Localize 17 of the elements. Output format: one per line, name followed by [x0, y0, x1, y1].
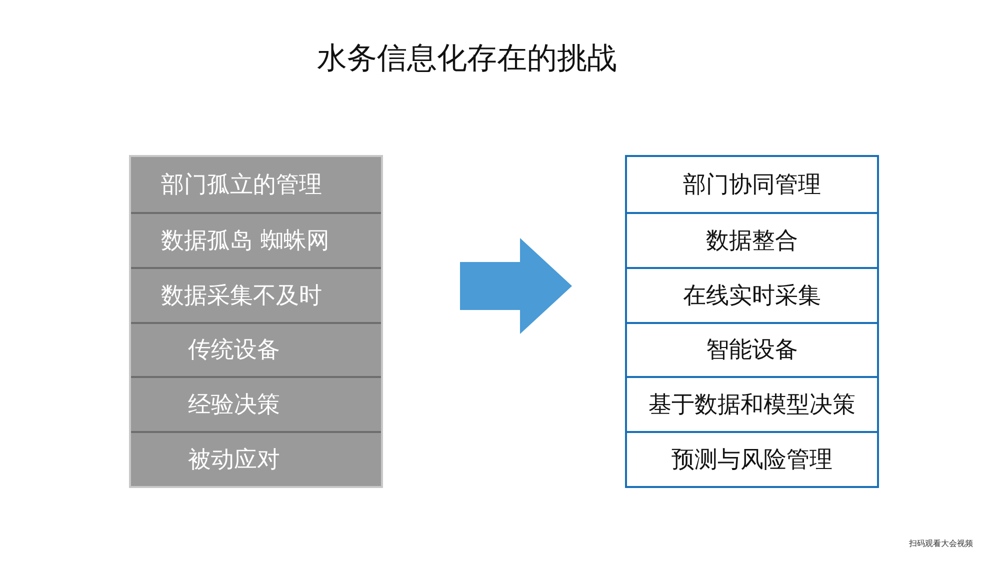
- table-row: 经验决策: [131, 376, 381, 432]
- table-row: 数据整合: [627, 212, 877, 267]
- table-row: 智能设备: [627, 322, 877, 376]
- caption-note: 扫码观看大会视频: [908, 538, 974, 549]
- table-row: 在线实时采集: [627, 266, 877, 322]
- block-arrow: [460, 238, 572, 334]
- table-panel: [625, 155, 879, 488]
- table-row: 部门孤立的管理: [131, 157, 381, 212]
- title: 水务信息化存在的挑战: [316, 40, 618, 78]
- table-row: 基于数据和模型决策: [627, 376, 877, 432]
- table-row: 传统设备: [131, 322, 381, 376]
- table-row: 部门协同管理: [627, 157, 877, 212]
- table-row: 被动应对: [131, 431, 381, 486]
- table-row: 数据采集不及时: [131, 266, 381, 322]
- table-row: 数据孤岛 蜘蛛网: [131, 212, 381, 267]
- table-row: 预测与风险管理: [627, 431, 877, 486]
- table-panel: [129, 155, 383, 488]
